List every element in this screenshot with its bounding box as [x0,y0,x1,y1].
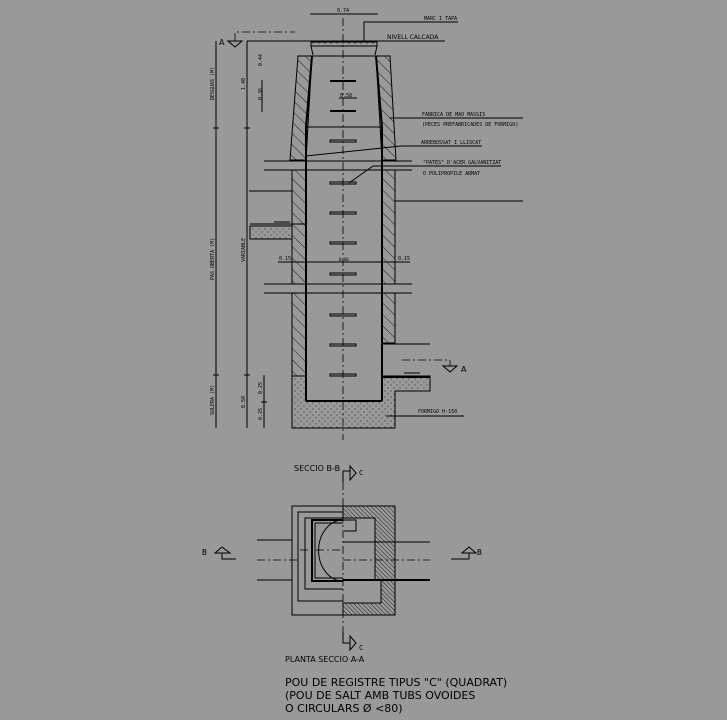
base-dim-1: 0.25 [258,382,264,394]
level-triangle-icon [441,365,459,373]
marker-b-right: B [477,548,482,557]
rungs [329,80,357,377]
plan-inner [314,522,343,579]
title-line-2: (POU DE SALT AMB TUBS OVOIDES [285,689,475,702]
cone-wall-left [289,55,313,161]
section-arrow-icon [349,464,357,482]
cone-total-label: 1.40 [241,78,247,90]
frame-left [310,45,314,56]
plan-rung [343,519,357,532]
frame-label: MARC I TAPA [424,16,457,22]
rung [329,313,357,317]
frame-right [374,45,378,56]
plan-outline [297,511,343,602]
section-arrow-icon [460,546,478,554]
plaster-label: ARREBOSSAT I LLISCAT [421,140,481,146]
rung [329,181,357,185]
plaster-leader [305,145,482,157]
rung [329,272,357,276]
inlet-pipe-left [249,225,293,240]
section-marker-a-top: A [219,38,225,47]
section-line-a-top [234,31,295,41]
section-c-bottom-mark [342,632,350,644]
inner-width-label: 0.58 [340,93,352,99]
plan-wall-hatched [342,505,396,616]
section-arrow-icon [349,634,357,652]
plan-inner [311,519,343,582]
base-dim-2: 0.25 [258,408,264,420]
top-width-label: 0.74 [337,8,349,14]
section-marker-a-bottom: A [461,365,467,374]
plan-outline [304,517,343,590]
side-label-2: PAS OBERTA (M) [210,238,216,280]
rung [329,241,357,245]
rungs-sub-label: O POLIPROPILE ARMAT [423,171,480,177]
section-bb-label: SECCIO B-B [294,464,340,473]
section-arrow-icon [213,546,232,554]
side-label-1: DESGUAS (M) [210,67,216,100]
plan-caption: PLANTA SECCIO A-A [285,655,365,664]
side-label-3: SOLERA (M) [210,385,216,415]
brick-label: FABRICA DE MAO MASSIS [422,112,485,118]
section-b-left-mark [221,553,236,560]
title-block: POU DE REGISTRE TIPUS "C" (QUADRAT) (POU… [285,676,507,715]
rung [329,343,357,347]
section-b-right-mark [451,553,470,560]
wall-right-label: 0.15 [398,256,410,262]
cone-dim-1: 0.44 [258,54,264,66]
dimension-chains: DESGUAS (M) PAS OBERTA (M) SOLERA (M) 1.… [210,41,267,428]
title-line-3: O CIRCULARS Ø <80) [285,702,403,715]
frame-leader [363,21,458,41]
wall-left-upper [291,169,307,285]
plan-section: SECCIO B-B C B B C PLANTA SECCIO A-A [202,464,482,664]
wall-right-lower [381,292,396,344]
plan-outline [291,505,343,616]
section-line-a-bottom [402,359,451,366]
base-total-label: 0.50 [241,396,247,408]
level-triangle-icon [226,40,244,48]
center-width-label: 0.80 [339,257,349,262]
cone-wall-right [375,55,397,161]
variable-label: VARIABLE [241,238,247,262]
section-c-top-mark [342,470,350,482]
cone-inner-right [375,55,383,128]
ovoid-outline [318,519,344,582]
rung [329,139,357,143]
rungs-leader [348,165,501,184]
rung [329,211,357,215]
vertical-section: 0.74 MARC I TAPA NIVELL CALCADA A 0.58 [210,8,523,440]
concrete-label: FORMIGO H-150 [418,409,457,415]
manhole-frame [310,41,378,47]
marker-b-left: B [202,548,207,557]
wall-left-label: 0.15 [279,256,291,262]
title-line-1: POU DE REGISTRE TIPUS "C" (QUADRAT) [285,676,507,689]
marker-c-top: C [359,469,363,477]
cone-inner-left [305,55,313,128]
marker-c-bottom: C [359,644,363,652]
rung [329,373,357,377]
wall-left-lower [291,292,307,377]
ground-label: NIVELL CALCADA [387,34,439,41]
rungs-label: "PATES" D'ACER GALVANITZAT [423,160,501,166]
cone-dim-2: 0.36 [258,88,264,100]
brick-sub-label: (PECES PREFABRICADES DE FORMIGO) [422,122,518,128]
wall-right-upper [381,169,396,285]
